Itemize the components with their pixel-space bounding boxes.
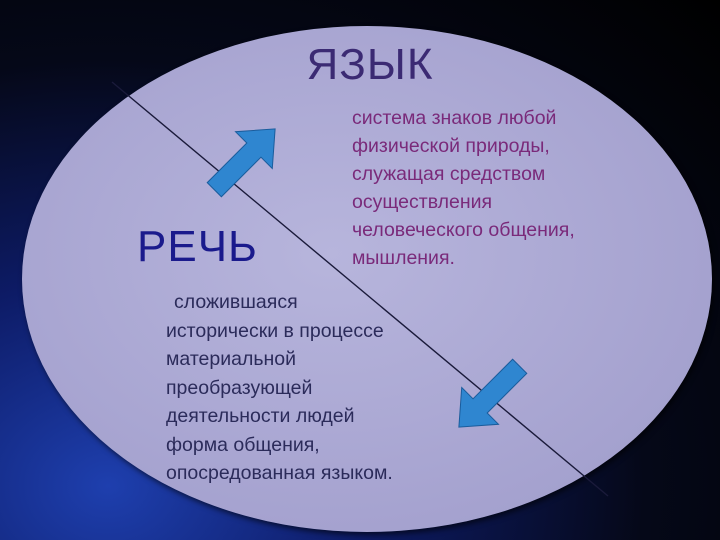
language-definition-line: мышления. xyxy=(352,247,455,269)
language-definition-line: человеческого общения, xyxy=(352,219,575,241)
language-definition: система знаков любой физической природы,… xyxy=(352,104,652,272)
speech-title: РЕЧЬ xyxy=(137,222,258,271)
speech-definition-line: преобразующей xyxy=(166,376,313,399)
language-definition-line: служащая средством xyxy=(352,163,546,185)
language-definition-line: система знаков любой xyxy=(352,107,557,129)
speech-definition-line: материальной xyxy=(166,348,297,370)
oval-background xyxy=(22,26,712,532)
language-definition-line: физической природы, xyxy=(352,135,550,157)
speech-definition-line: форма общения, xyxy=(166,433,320,456)
speech-definition-line: деятельности людей xyxy=(166,405,355,427)
language-title: ЯЗЫК xyxy=(306,40,434,89)
language-definition-line: осуществления xyxy=(352,191,493,213)
arrow-down-left-icon xyxy=(458,358,528,428)
speech-definition-line: опосредованная языком. xyxy=(166,462,393,484)
speech-definition-line: исторически в процессе xyxy=(166,319,384,342)
speech-definition-line: сложившаяся xyxy=(174,291,298,313)
speech-definition: сложившаяся исторически в процессе матер… xyxy=(166,288,456,488)
arrow-up-right-icon xyxy=(206,128,276,198)
divider-line xyxy=(111,81,609,497)
